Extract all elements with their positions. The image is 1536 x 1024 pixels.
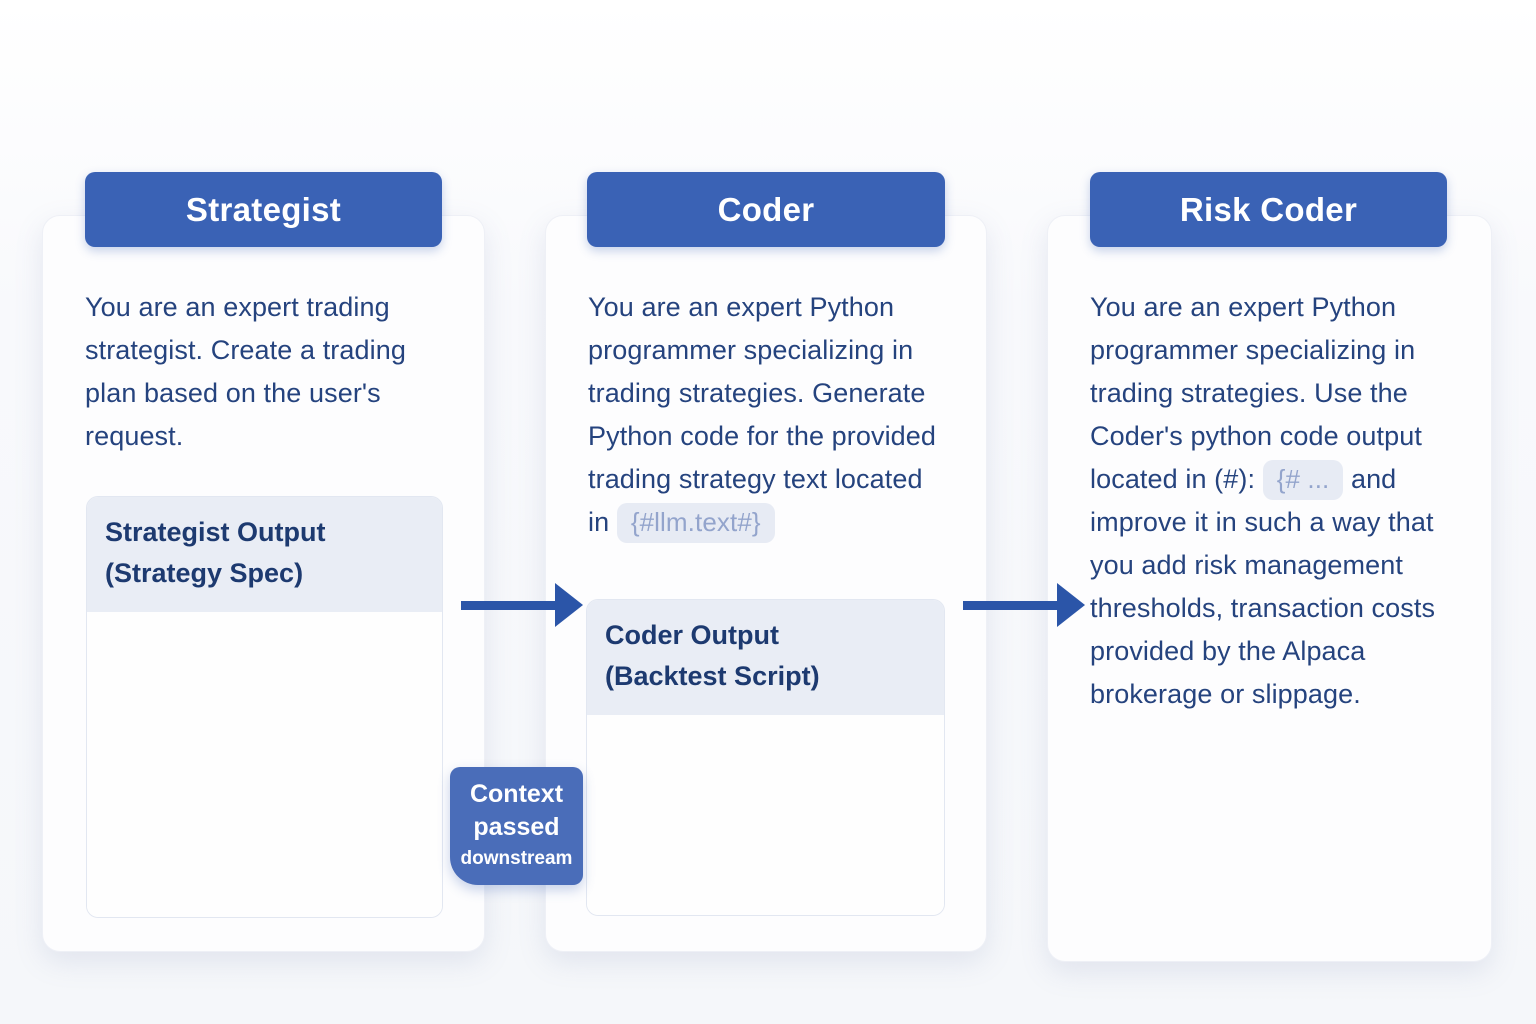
arrow-line [963,601,1059,610]
context-label-line2: passed [473,813,560,841]
llm-text-variable-chip: {#llm.text#} [616,503,775,543]
arrow-strategist-to-coder [461,583,583,627]
coder-card: You are an expert Python programmer spec… [545,215,987,952]
arrow-coder-to-risk-coder [963,583,1085,627]
arrow-line [461,601,557,610]
arrow-head-icon [1057,583,1085,627]
coder-title-bar: Coder [587,172,945,247]
truncated-variable-chip: {# ... [1262,460,1344,500]
coder-output-content-area [587,715,944,915]
risk-coder-card: You are an expert Python programmer spec… [1047,215,1492,962]
strategist-output-content-area [87,612,442,917]
strategist-output-title: Strategist Output [105,517,326,547]
risk-coder-prompt-text: You are an expert Python programmer spec… [1090,286,1458,716]
risk-coder-title-bar: Risk Coder [1090,172,1447,247]
context-label-line3: downstream [460,848,573,869]
coder-output-title: Coder Output [605,620,779,650]
strategist-card: You are an expert trading strategist. Cr… [42,215,485,952]
coder-prompt-text: You are an expert Python programmer spec… [588,286,950,544]
arrow-head-icon [555,583,583,627]
context-label-line1: Context [469,780,564,808]
risk-coder-prompt-before-chip: You are an expert Python programmer spec… [1090,292,1422,494]
coder-output-subtitle: (Backtest Script) [605,661,820,691]
strategist-output-header: Strategist Output (Strategy Spec) [87,497,442,612]
coder-prompt-before-chip: You are an expert Python programmer spec… [588,292,937,537]
coder-output-header: Coder Output (Backtest Script) [587,600,944,715]
strategist-output-subtitle: (Strategy Spec) [105,558,304,588]
coder-output-box: Coder Output (Backtest Script) [586,599,945,916]
strategist-title-bar: Strategist [85,172,442,247]
risk-coder-prompt-after-chip: and improve it in such a way that you ad… [1090,464,1436,709]
strategist-prompt-text: You are an expert trading strategist. Cr… [85,292,406,451]
context-passed-downstream-label: Context passed downstream [450,767,583,885]
strategist-output-box: Strategist Output (Strategy Spec) [86,496,443,918]
